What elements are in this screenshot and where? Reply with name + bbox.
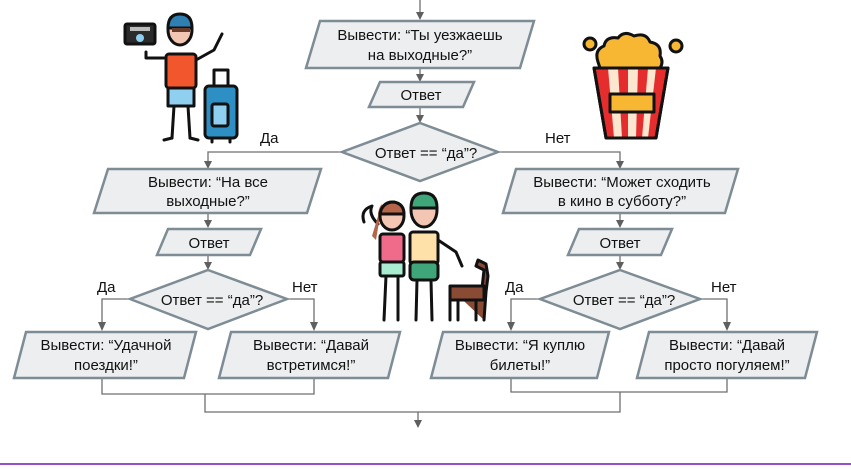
edge-merge-right (510, 378, 728, 393)
edge-decision3-no (700, 298, 728, 322)
edge-merge-left (101, 378, 315, 395)
node-text: Ответ == “да”? (573, 292, 675, 309)
arrowhead (310, 322, 318, 331)
arrowhead (416, 74, 424, 82)
branch-label-yes: Да (97, 279, 116, 296)
node-text: Вывести: “Удачной (41, 337, 172, 354)
arrowhead (98, 322, 106, 331)
node-text: Вывести: “Давай (669, 337, 785, 354)
node-question-weekend: Вывести: “Ты уезжаешь на выходные?” (304, 19, 536, 70)
edge-decision1-yes (207, 151, 342, 162)
node-text: поездки!” (74, 357, 138, 374)
node-text: Ответ (599, 235, 640, 252)
edge-decision3-yes (510, 298, 540, 322)
couple-with-dog-icon (361, 191, 490, 322)
node-question-all-weekend: Вывести: “На все выходные?” (92, 167, 323, 215)
node-decision-3: Ответ == “да”? (536, 268, 704, 331)
branch-label-no: Нет (292, 279, 318, 296)
arrowhead (507, 322, 515, 331)
node-output-meet: Вывести: “Давай встретимся!” (217, 330, 402, 380)
popcorn-icon (582, 31, 684, 140)
node-text: Вывести: “Давай (253, 337, 369, 354)
node-text: выходные?” (166, 193, 250, 210)
node-text: Ответ (400, 87, 441, 104)
edge-decision2-no (287, 298, 315, 322)
node-text: Вывести: “На все (148, 174, 268, 191)
node-input-answer-3: Ответ (566, 227, 674, 257)
node-text: в кино в субботу?” (558, 193, 686, 210)
node-output-walk: Вывести: “Давай просто погуляем!” (635, 330, 819, 380)
node-text: Ответ == “да”? (375, 145, 477, 162)
node-output-good-trip: Вывести: “Удачной поездки!” (12, 330, 198, 380)
edge-merge-all (204, 392, 621, 413)
node-question-cinema: Вывести: “Может сходить в кино в субботу… (501, 167, 740, 215)
bottom-divider (0, 463, 851, 465)
connectors (98, 0, 731, 428)
node-output-tickets: Вывести: “Я куплю билеты!” (429, 330, 611, 380)
edge-decision2-yes (101, 298, 130, 322)
node-input-answer-1: Ответ (367, 80, 476, 109)
node-text: Ответ (188, 235, 229, 252)
node-text: Вывести: “Может сходить (533, 174, 711, 191)
node-text: Ответ == “да”? (161, 292, 263, 309)
arrowhead (616, 220, 624, 228)
node-input-answer-2: Ответ (155, 227, 263, 257)
branch-label-yes: Да (260, 130, 279, 147)
arrowhead (416, 12, 424, 20)
node-text: на выходные?” (368, 47, 472, 64)
arrowhead (414, 420, 422, 428)
node-decision-1: Ответ == “да”? (338, 121, 502, 183)
arrowhead (616, 262, 624, 270)
node-text: билеты!” (490, 357, 550, 374)
arrowhead (723, 322, 731, 331)
node-decision-2: Ответ == “да”? (126, 268, 291, 331)
node-text: Вывести: “Я куплю (455, 337, 585, 354)
branch-label-yes: Да (505, 279, 524, 296)
branch-label-no: Нет (711, 279, 737, 296)
arrowhead (416, 115, 424, 123)
node-text: встретимся!” (267, 357, 356, 374)
node-text: Вывести: “Ты уезжаешь (337, 27, 502, 44)
traveler-with-suitcase-icon (123, 12, 239, 144)
arrowhead (204, 262, 212, 270)
edge-decision1-no (498, 151, 621, 162)
arrowhead (204, 220, 212, 228)
branch-label-no: Нет (545, 130, 571, 147)
arrowhead (204, 161, 212, 169)
node-text: просто погуляем!” (664, 357, 789, 374)
arrowhead (616, 161, 624, 169)
